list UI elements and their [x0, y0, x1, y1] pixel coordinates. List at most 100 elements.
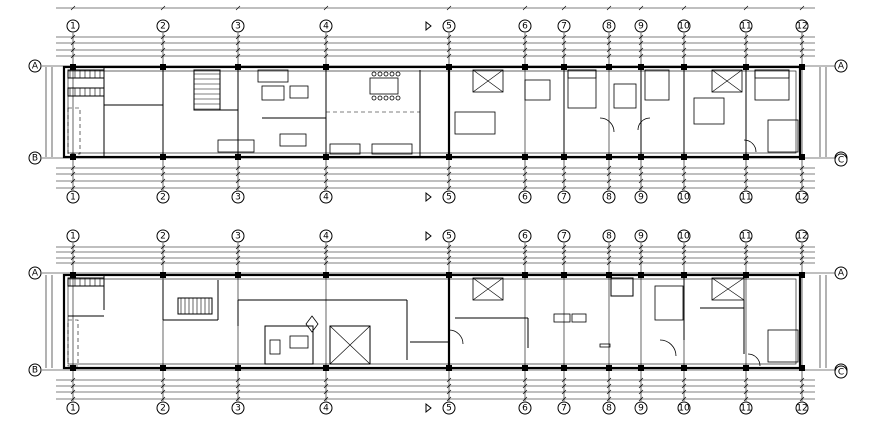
grid-bubble-circle — [319, 401, 333, 415]
dimension-tick — [522, 53, 528, 59]
dimension-tick — [235, 5, 241, 11]
grid-bubble-label: 7 — [561, 404, 567, 414]
dimension-tick — [799, 47, 805, 53]
dimension-tick — [160, 249, 166, 255]
column-grid-bubble-bottom: 3 — [231, 401, 245, 415]
grid-bubble-circle — [739, 190, 753, 204]
dimension-tick — [638, 389, 644, 395]
dimension-tick — [323, 255, 329, 261]
dimension-tick — [681, 171, 687, 177]
dimension-tick — [235, 244, 241, 250]
column-grid-bubble-bottom: 5 — [442, 190, 456, 204]
dimension-tick — [681, 244, 687, 250]
dimension-tick — [446, 249, 452, 255]
grid-bubble-circle — [442, 190, 456, 204]
dimension-tick — [522, 40, 528, 46]
dimension-tick — [743, 40, 749, 46]
grid-bubble-circle — [28, 363, 42, 377]
structural-column — [70, 272, 76, 278]
grid-bubble-label: 2 — [160, 404, 166, 414]
dimension-tick — [522, 34, 528, 40]
dimension-tick — [235, 260, 241, 266]
dimension-tick — [235, 383, 241, 389]
elevator-diagonal — [329, 325, 371, 365]
equipment — [553, 313, 571, 323]
dining-chair — [377, 95, 383, 101]
dining-chair — [383, 95, 389, 101]
dimension-tick — [681, 165, 687, 171]
grid-bubble-label: 12 — [796, 232, 807, 242]
structural-column — [606, 272, 612, 278]
dimension-tick — [743, 260, 749, 266]
dimension-tick — [323, 396, 329, 402]
grid-bubble-circle — [834, 365, 848, 379]
row-grid-bubble-right: C — [834, 153, 848, 167]
dimension-tick — [799, 178, 805, 184]
dining-chair — [371, 71, 377, 77]
dimension-tick — [561, 244, 567, 250]
grid-bubble-circle — [319, 229, 333, 243]
bathroom-fixtures — [767, 119, 799, 153]
structural-column — [160, 365, 166, 371]
skylight — [711, 69, 743, 93]
dimension-tick — [743, 377, 749, 383]
column-grid-bubble-top: 9 — [634, 229, 648, 243]
dimension-tick — [235, 377, 241, 383]
dimension-tick — [235, 53, 241, 59]
dining-chair — [395, 95, 401, 101]
grid-bubble-label: 2 — [160, 232, 166, 242]
column-grid-bubble-bottom: 9 — [634, 401, 648, 415]
dimension-tick — [70, 34, 76, 40]
dimension-tick — [638, 396, 644, 402]
column-grid-bubble-top: 8 — [602, 19, 616, 33]
dimension-tick — [561, 396, 567, 402]
column-grid-bubble-top: 10 — [677, 229, 691, 243]
dimension-tick — [606, 249, 612, 255]
grid-bubble-circle — [231, 190, 245, 204]
column-grid-bubble-top: 5 — [442, 229, 456, 243]
dimension-tick — [799, 171, 805, 177]
grid-bubble-circle — [602, 19, 616, 33]
grid-bubble-label: 5 — [446, 404, 452, 414]
dimension-tick — [743, 178, 749, 184]
grid-bubble-circle — [66, 19, 80, 33]
dimension-tick — [446, 244, 452, 250]
dimension-tick — [70, 389, 76, 395]
shaft — [610, 277, 634, 297]
grid-bubble-circle — [156, 19, 170, 33]
structural-column — [606, 64, 612, 70]
grid-bubble-label: C — [838, 368, 844, 378]
dimension-tick — [160, 40, 166, 46]
table — [279, 133, 307, 147]
grid-bubble-circle — [442, 19, 456, 33]
dimension-tick — [70, 185, 76, 191]
dimension-tick — [323, 40, 329, 46]
column-grid-bubble-top: 5 — [442, 19, 456, 33]
dimension-tick — [160, 171, 166, 177]
grid-bubble-label: 12 — [796, 193, 807, 203]
dimension-tick — [446, 389, 452, 395]
dimension-tick — [160, 377, 166, 383]
dimension-tick — [799, 40, 805, 46]
grid-bubble-circle — [677, 19, 691, 33]
grid-bubble-circle — [557, 19, 571, 33]
dimension-tick — [70, 377, 76, 383]
grid-bubble-label: 5 — [446, 232, 452, 242]
structural-column — [743, 365, 749, 371]
grid-bubble-label: 8 — [606, 22, 612, 32]
elevator-shaft — [329, 325, 371, 365]
column-grid-bubble-bottom: 4 — [319, 190, 333, 204]
dimension-tick — [799, 260, 805, 266]
grid-bubble-label: 3 — [235, 193, 241, 203]
grid-bubble-circle — [795, 229, 809, 243]
grid-bubble-circle — [677, 190, 691, 204]
dimension-tick — [606, 40, 612, 46]
grid-bubble-circle — [28, 266, 42, 280]
staircase — [177, 297, 213, 315]
grid-bubble-label: 8 — [606, 404, 612, 414]
structural-column — [235, 272, 241, 278]
grid-bubble-circle — [66, 190, 80, 204]
structural-column — [160, 272, 166, 278]
grid-bubble-circle — [795, 190, 809, 204]
